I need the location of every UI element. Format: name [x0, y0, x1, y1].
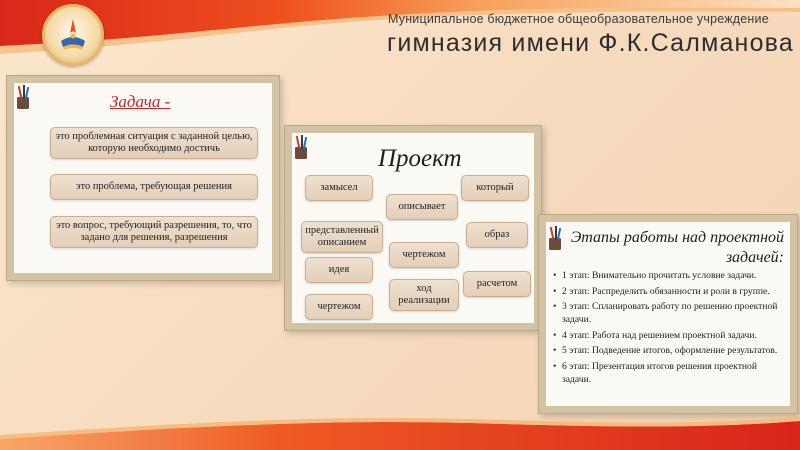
emblem-icon [61, 19, 85, 50]
stages-title: Этапы работы над проектной задачей: [570, 229, 784, 266]
word-idea-plan: замысел [305, 175, 373, 201]
school-logo [42, 4, 104, 66]
project-title: Проект [378, 145, 462, 172]
word-drawing: чертежом [389, 242, 459, 268]
word-represented-by-description: представленный описанием [301, 221, 383, 253]
list-item: 3 этап: Спланировать работу по решению п… [553, 301, 785, 326]
header-wave [0, 0, 800, 55]
list-item: 6 этап: Презентация итогов решения проек… [553, 361, 785, 386]
task-title: Задача - [110, 92, 171, 111]
word-course-of-implementation: ход реализации [389, 279, 459, 311]
task-definition-1: это проблемная ситуация с заданной целью… [50, 127, 258, 159]
stages-list: 1 этап: Внимательно прочитать условие за… [553, 270, 785, 389]
list-item: 5 этап: Подведение итогов, оформление ре… [553, 345, 785, 358]
pencil-cup-icon [295, 135, 308, 159]
list-item: 1 этап: Внимательно прочитать условие за… [553, 270, 785, 283]
word-drawing-2: чертежом [305, 294, 373, 320]
list-item: 2 этап: Распределить обязанности и роли … [553, 286, 785, 299]
institution-type: Муниципальное бюджетное общеобразователь… [388, 12, 769, 26]
footer-wave [0, 417, 800, 450]
task-definition-2: это проблема, требующая решения [50, 174, 258, 200]
word-image: образ [466, 222, 528, 248]
institution-name: гимназия имени Ф.К.Салманова [387, 29, 794, 57]
task-definition-3: это вопрос, требующий разрешения, то, чт… [50, 216, 258, 248]
header-band [0, 0, 800, 70]
list-item: 4 этап: Работа над решением проектной за… [553, 330, 785, 343]
word-idea: идея [305, 257, 373, 283]
word-describes: описывает [386, 194, 458, 220]
word-calculation: расчетом [463, 271, 531, 297]
word-which: который [461, 175, 529, 201]
pencil-cup-icon [549, 226, 562, 250]
pencil-cup-icon [17, 85, 30, 109]
